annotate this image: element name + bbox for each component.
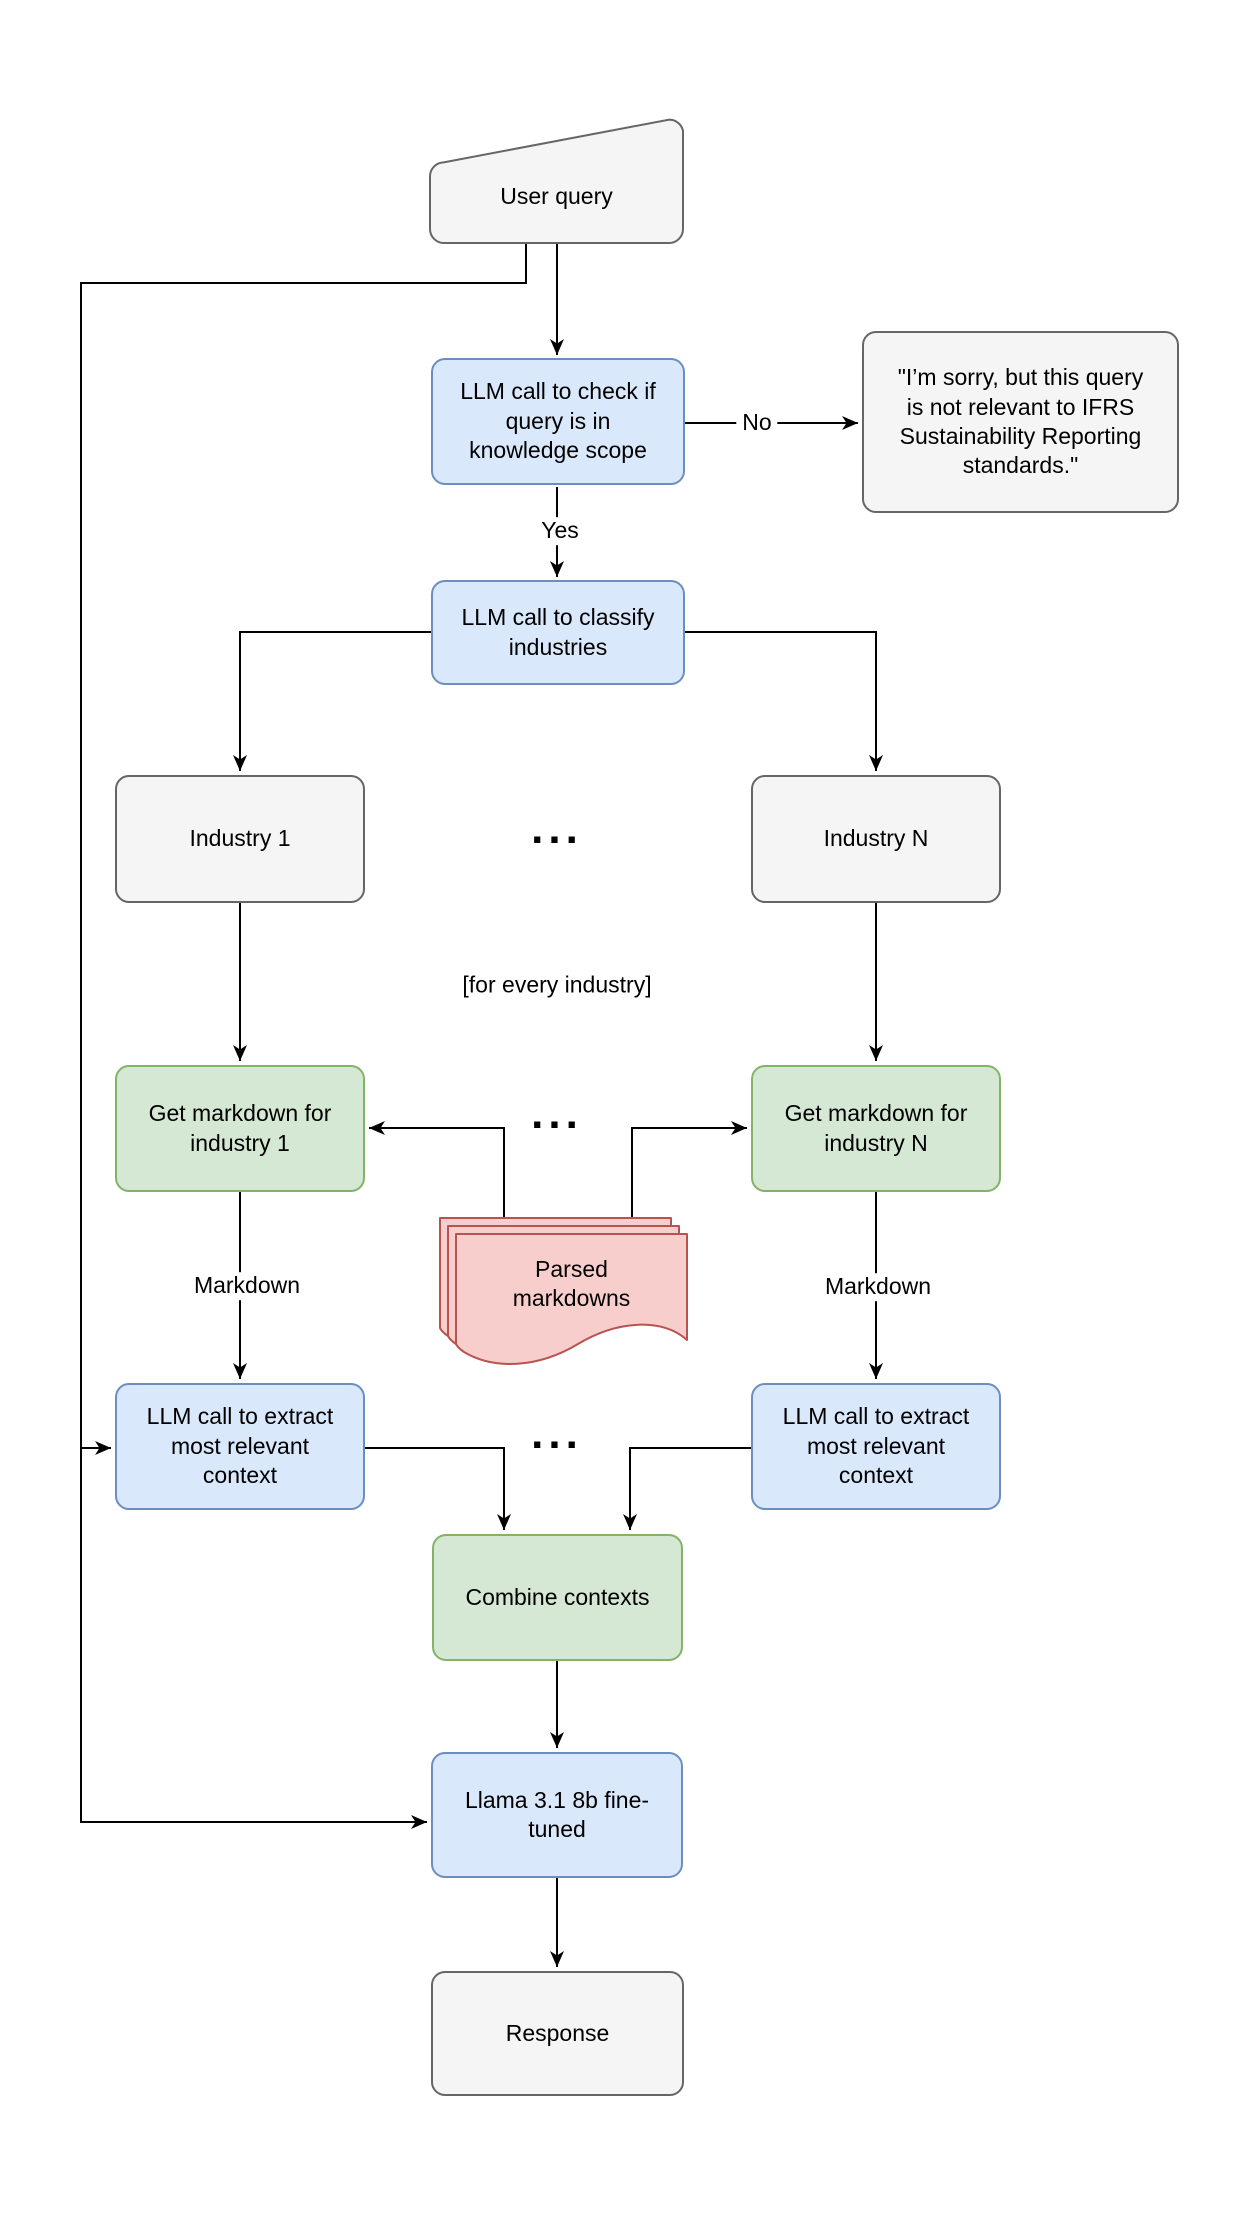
annotation-for-every-industry: [for every industry] (462, 971, 652, 998)
edge-userquery-to-llama (80, 243, 527, 1829)
node-parsed-markdowns: Parsed markdowns (512, 1255, 631, 1311)
node-llama-finetuned: Llama 3.1 8b fine- tuned (431, 1752, 683, 1878)
edge-label-markdown-right: Markdown (818, 1273, 938, 1301)
node-get-markdown-n: Get markdown for industry N (751, 1065, 1001, 1192)
node-response: Response (431, 1971, 684, 2096)
node-extract-context-n: LLM call to extract most relevant contex… (751, 1383, 1001, 1510)
node-combine-contexts: Combine contexts (432, 1534, 683, 1661)
edge-docs-to-getmd1 (369, 1121, 505, 1220)
edge-label-markdown-left: Markdown (187, 1272, 307, 1300)
ellipsis-industries: ... (531, 804, 583, 853)
node-extract-context-1: LLM call to extract most relevant contex… (115, 1383, 365, 1510)
node-industry-1: Industry 1 (115, 775, 365, 903)
node-user-query: User query (500, 183, 613, 210)
node-classify-industries: LLM call to classify industries (431, 580, 685, 685)
edge-label-yes: Yes (535, 517, 585, 545)
node-sorry-message: "I’m sorry, but this query is not releva… (862, 331, 1179, 513)
user-query-shape (429, 118, 684, 244)
edge-classify-to-industry1 (233, 631, 431, 771)
edge-extract1-to-combine (365, 1447, 511, 1530)
ellipsis-contexts: ... (531, 1409, 583, 1458)
node-check-scope: LLM call to check if query is in knowled… (431, 358, 685, 485)
parsed-markdowns-shape (439, 1217, 688, 1365)
node-get-markdown-1: Get markdown for industry 1 (115, 1065, 365, 1192)
edge-classify-to-industryN (685, 631, 883, 771)
ellipsis-markdowns: ... (531, 1089, 583, 1138)
edge-label-no: No (736, 409, 778, 437)
edge-docs-to-getmdN (631, 1121, 747, 1220)
edge-extractN-to-combine (623, 1447, 751, 1530)
node-industry-n: Industry N (751, 775, 1001, 903)
